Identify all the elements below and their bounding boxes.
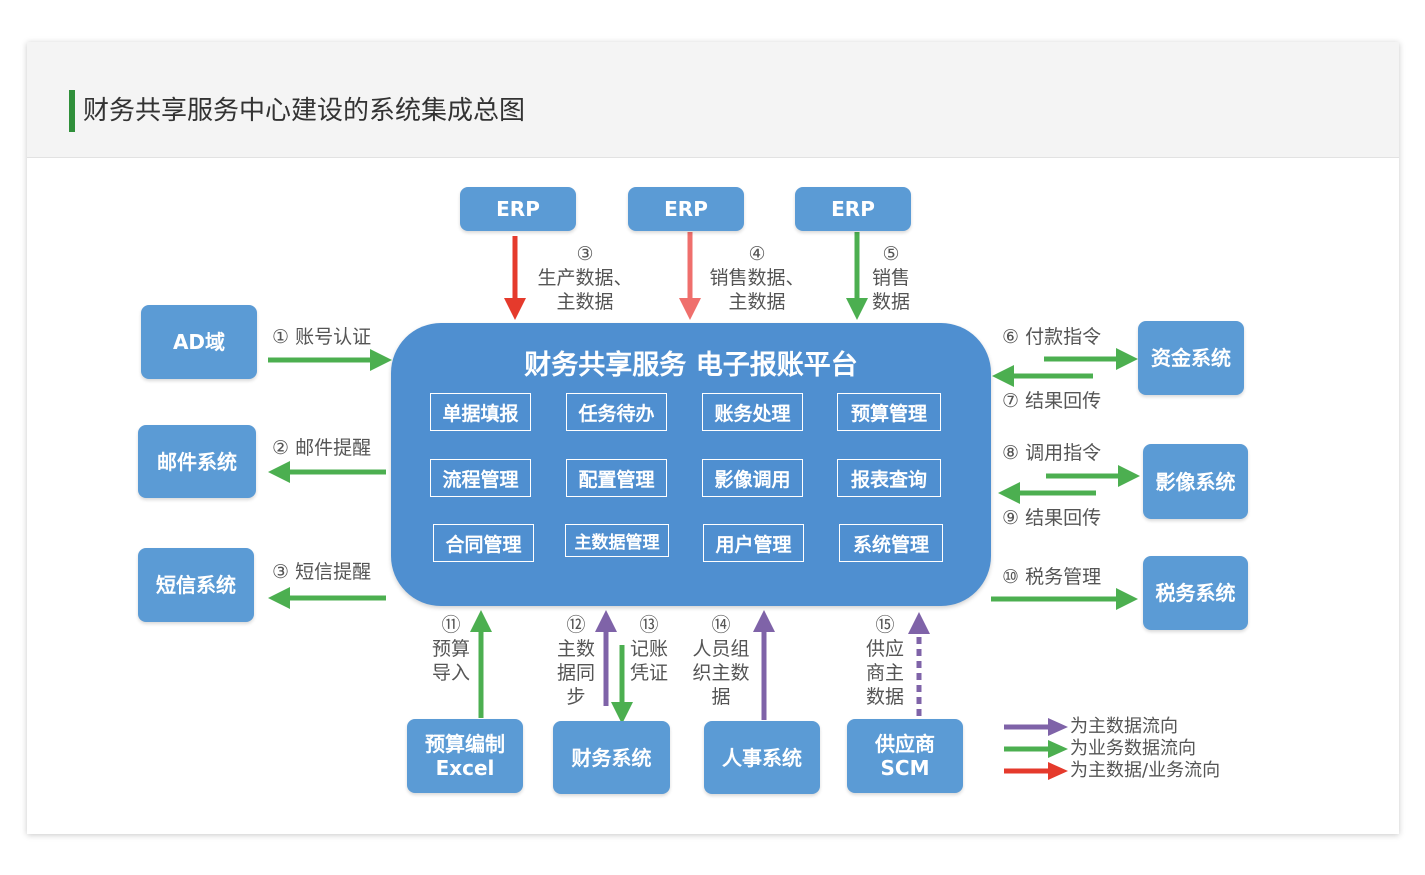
arrow-mail-head	[268, 461, 290, 483]
flow-label-14: ⑭ 人员组 织主数 据	[692, 614, 750, 708]
hr-system-box: 人事系统	[704, 721, 820, 794]
module-3: 账务处理	[702, 393, 803, 431]
flow-label-9: ⑨ 结果回传	[1002, 507, 1102, 529]
module-9: 合同管理	[433, 524, 534, 562]
arrow-hr-head	[753, 610, 775, 632]
legend-arrow-red-head	[1048, 762, 1068, 780]
image-system-box: 影像系统	[1143, 444, 1248, 519]
arrow-fund-head	[1116, 348, 1138, 370]
arrow-image-head	[1118, 465, 1140, 487]
mail-system-box: 邮件系统	[138, 425, 256, 498]
flow-label-12: ⑫ 主数 据同 步	[556, 614, 595, 708]
scm-box-line2: SCM	[880, 756, 930, 780]
flow-label-13: ⑬ 记账 凭证	[629, 614, 668, 684]
flow-label-4: ④ 销售数据、 主数据	[709, 243, 805, 313]
ad-domain-box: AD域	[141, 305, 257, 379]
card-header: 财务共享服务中心建设的系统集成总图	[27, 42, 1399, 158]
flow-label-5: ⑤ 销售 数据	[871, 243, 910, 313]
arrow-scm-head	[908, 612, 930, 634]
flow-label-11: ⑪ 预算 导入	[431, 614, 470, 684]
finance-system-box: 财务系统	[553, 721, 670, 794]
flow-label-8: ⑧ 调用指令	[1002, 442, 1102, 464]
legend-business-data: 为业务数据流向	[1070, 738, 1196, 759]
flow-label-1: ① 账号认证	[272, 326, 372, 348]
legend-master-business: 为主数据/业务流向	[1070, 760, 1221, 781]
legend-arrow-green-head	[1048, 740, 1068, 758]
module-2: 任务待办	[566, 393, 667, 431]
module-11: 用户管理	[703, 524, 804, 562]
module-8: 报表查询	[837, 459, 941, 497]
flow-label-2: ② 邮件提醒	[272, 437, 372, 459]
platform-title: 财务共享服务 电子报账平台	[524, 350, 858, 381]
erp-box-3: ERP	[795, 187, 911, 231]
budget-excel-box: 预算编制 Excel	[407, 719, 523, 793]
flow-label-15: ⑮ 供应 商主 数据	[865, 614, 904, 708]
budget-box-line2: Excel	[435, 756, 495, 780]
module-1: 单据填报	[430, 393, 531, 431]
scm-box-line1: 供应商	[875, 732, 935, 756]
flow-label-3-left: ③ 短信提醒	[272, 561, 372, 583]
flow-label-3-top: ③ 生产数据、 主数据	[537, 243, 633, 313]
module-4: 预算管理	[837, 393, 941, 431]
flow-label-7: ⑦ 结果回传	[1002, 390, 1102, 412]
tax-system-box: 税务系统	[1143, 556, 1248, 630]
flow-label-10: ⑩ 税务管理	[1002, 566, 1102, 588]
sms-system-box: 短信系统	[138, 548, 254, 622]
arrow-erp2-head	[679, 298, 701, 320]
arrow-finance-down-head	[611, 702, 633, 724]
arrow-erp1-head	[504, 298, 526, 320]
arrow-budget-head	[470, 610, 492, 632]
flow-label-6: ⑥ 付款指令	[1002, 326, 1102, 348]
page-title: 财务共享服务中心建设的系统集成总图	[83, 96, 526, 126]
legend-arrow-purple-head	[1048, 718, 1068, 736]
fund-system-box: 资金系统	[1138, 321, 1244, 395]
title-accent-bar	[69, 90, 75, 132]
arrow-image-back-head	[998, 482, 1020, 504]
arrow-tax-head	[1116, 588, 1138, 610]
arrow-erp3-head	[846, 298, 868, 320]
module-10: 主数据管理	[565, 524, 669, 557]
legend-master-data: 为主数据流向	[1070, 716, 1178, 737]
module-12: 系统管理	[839, 524, 943, 562]
budget-box-line1: 预算编制	[425, 732, 505, 756]
erp-box-1: ERP	[460, 187, 576, 231]
arrow-ad-head	[370, 349, 392, 371]
arrow-fund-back-head	[992, 365, 1014, 387]
erp-box-2: ERP	[628, 187, 744, 231]
module-6: 配置管理	[566, 459, 667, 497]
module-5: 流程管理	[430, 459, 531, 497]
supplier-scm-box: 供应商 SCM	[847, 719, 963, 793]
central-platform: 财务共享服务 电子报账平台 单据填报 任务待办 账务处理 预算管理 流程管理 配…	[391, 323, 991, 606]
module-7: 影像调用	[702, 459, 803, 497]
arrow-finance-up-head	[595, 610, 617, 632]
arrow-sms-head	[268, 587, 290, 609]
